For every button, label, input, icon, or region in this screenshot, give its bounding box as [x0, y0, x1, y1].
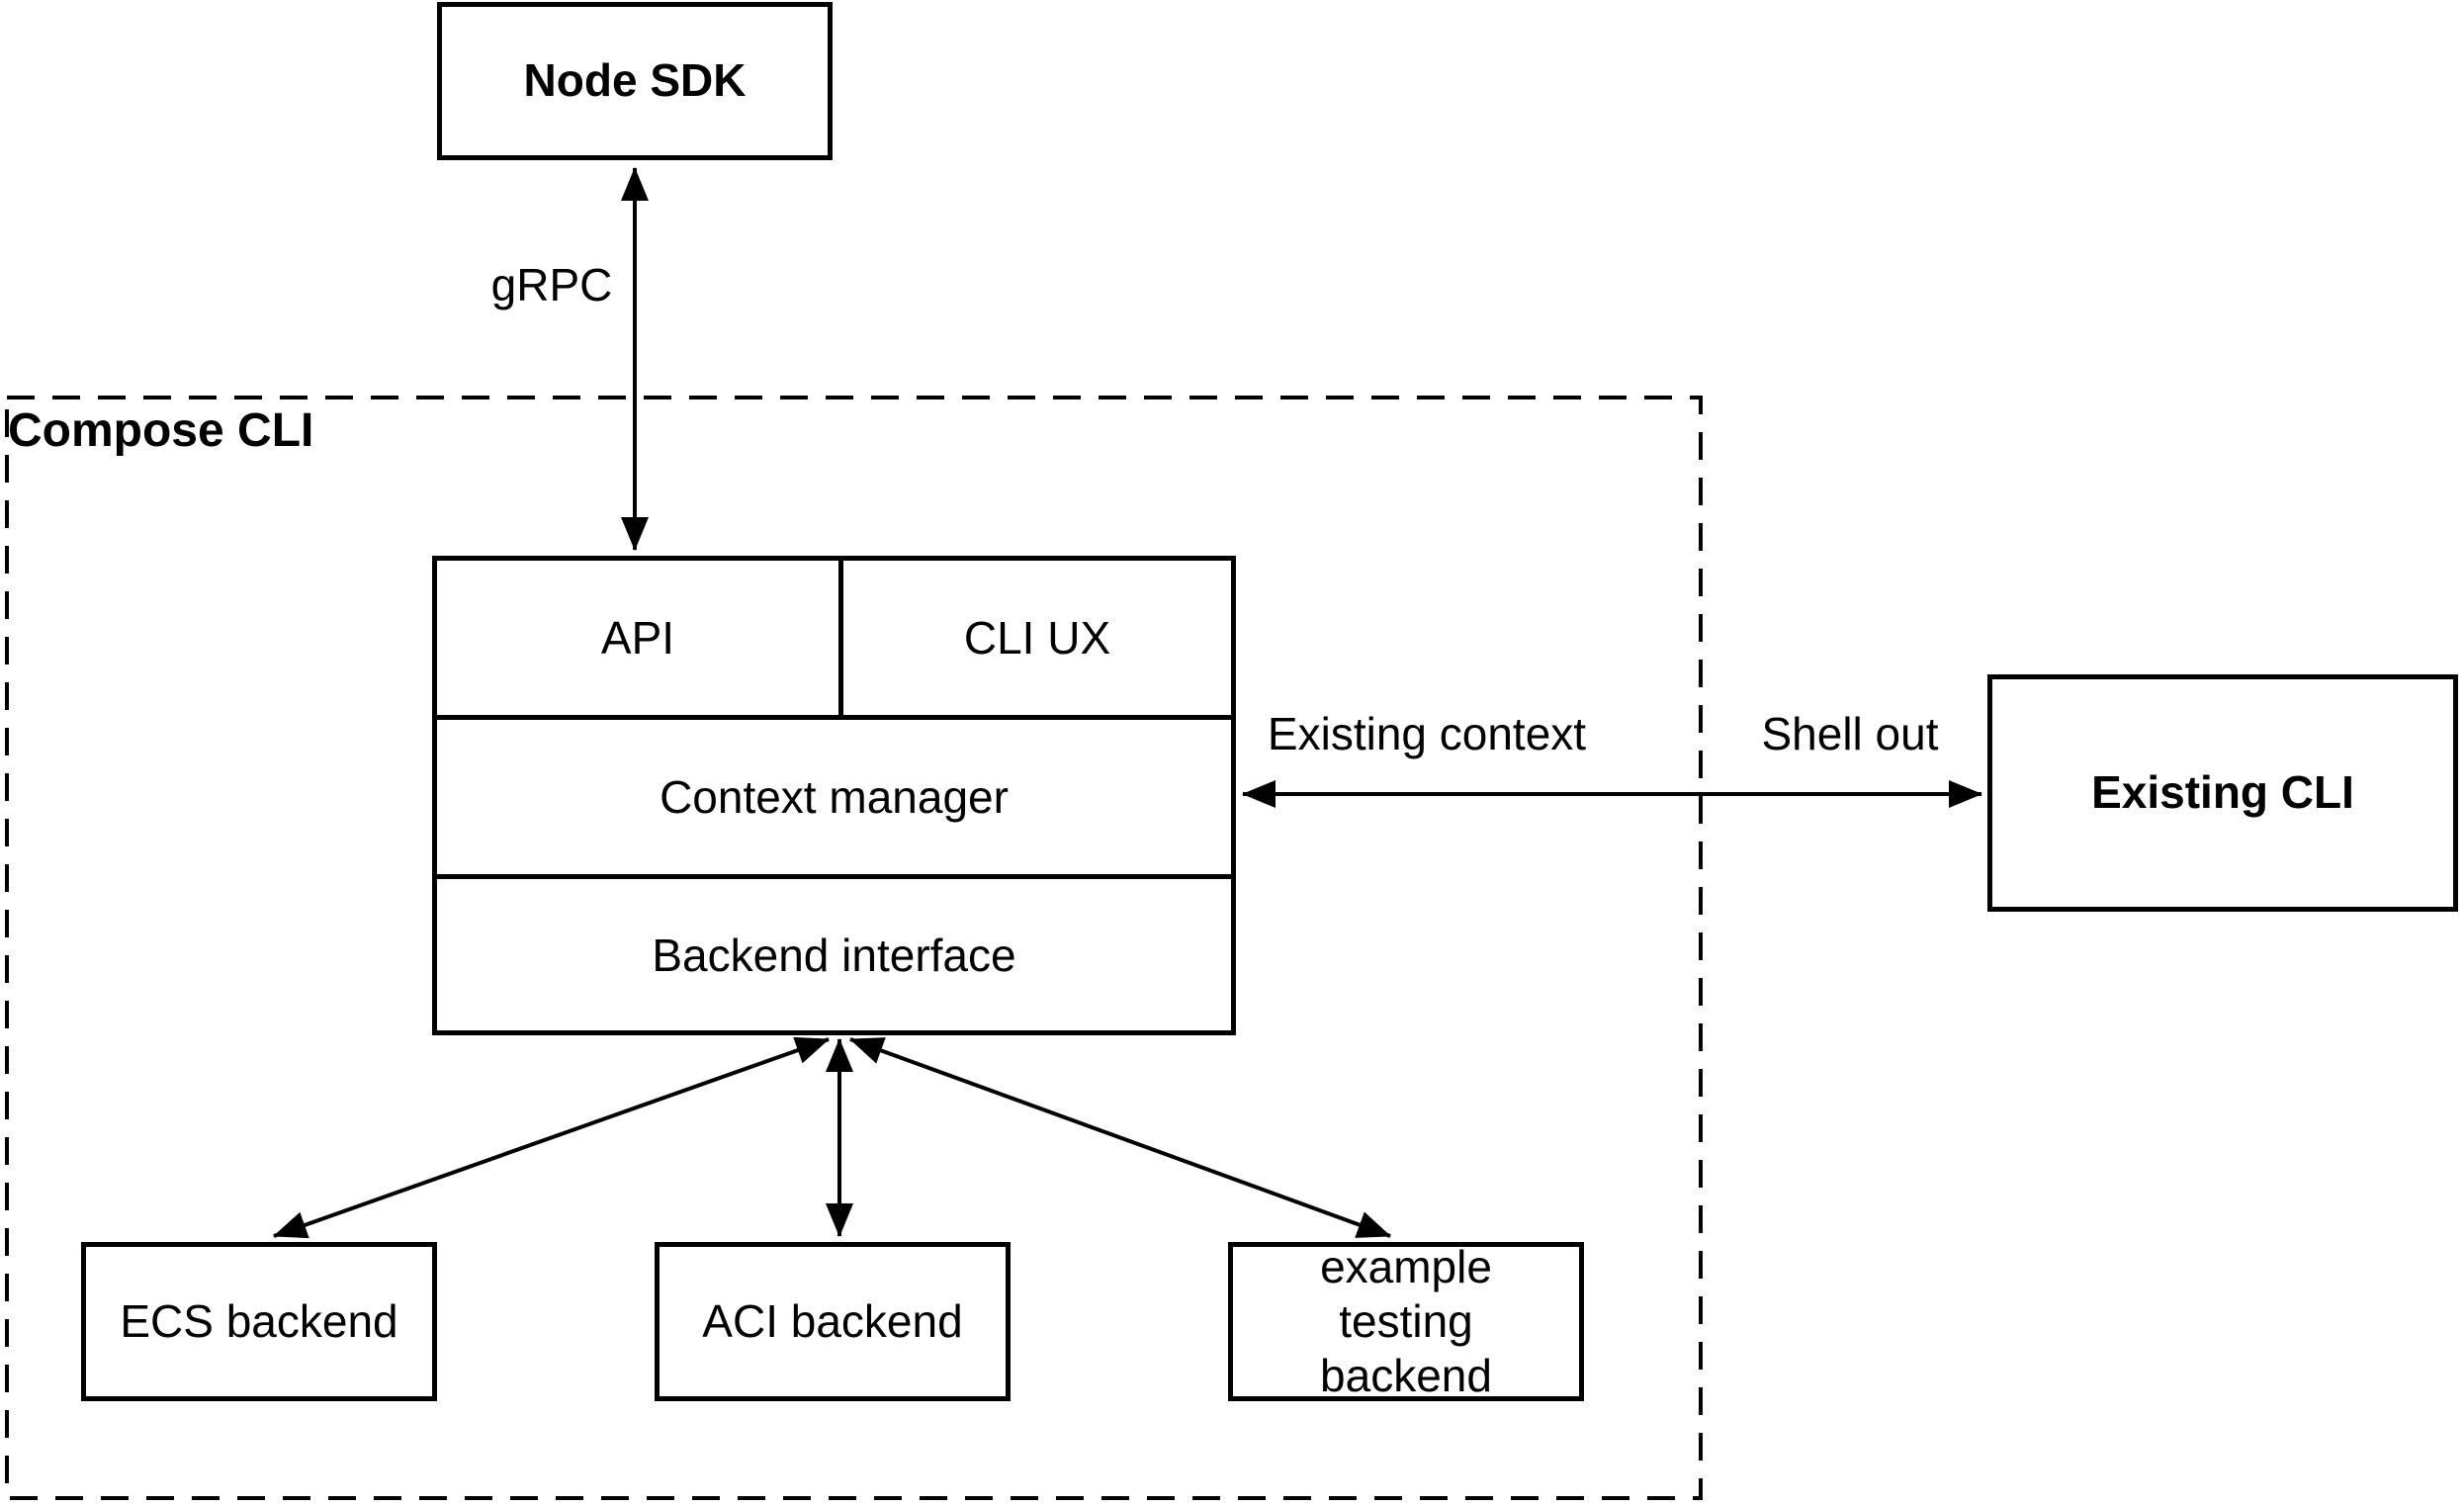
api-label: API — [600, 612, 675, 664]
cli-ux-cell: CLI UX — [843, 561, 1231, 715]
compose-cli-container-label: Compose CLI — [8, 404, 314, 457]
backend-interface-label: Backend interface — [652, 929, 1016, 981]
compose-cli-core-box: API CLI UX Context manager Backend inter… — [432, 556, 1236, 1035]
backend-interface-cell: Backend interface — [437, 874, 1231, 1030]
example-testing-backend-label: example testing backend — [1320, 1240, 1492, 1402]
existing-cli-box: Existing CLI — [1987, 674, 2458, 912]
existing-context-edge-label: Existing context — [1267, 708, 1587, 759]
top-row: API CLI UX — [437, 561, 1231, 715]
ecs-backend-label: ECS backend — [120, 1294, 398, 1347]
aci-backend-label: ACI backend — [702, 1294, 963, 1347]
aci-backend-box: ACI backend — [655, 1242, 1011, 1401]
node-sdk-box: Node SDK — [437, 2, 833, 160]
context-manager-label: Context manager — [660, 771, 1009, 823]
context-manager-cell: Context manager — [437, 715, 1231, 874]
existing-cli-label: Existing CLI — [2091, 766, 2354, 819]
node-sdk-label: Node SDK — [523, 54, 747, 107]
api-cell: API — [437, 561, 843, 715]
grpc-edge-label: gRPC — [490, 259, 613, 310]
backend-arrow-ecs — [273, 1036, 830, 1239]
example-testing-backend-box: example testing backend — [1228, 1240, 1584, 1402]
ecs-backend-box: ECS backend — [81, 1242, 437, 1401]
cli-ux-label: CLI UX — [963, 612, 1111, 664]
shell-out-edge-label: Shell out — [1761, 708, 1939, 759]
backend-arrow-example-testing — [849, 1037, 1391, 1238]
compose-cli-container-border — [5, 396, 1703, 1500]
